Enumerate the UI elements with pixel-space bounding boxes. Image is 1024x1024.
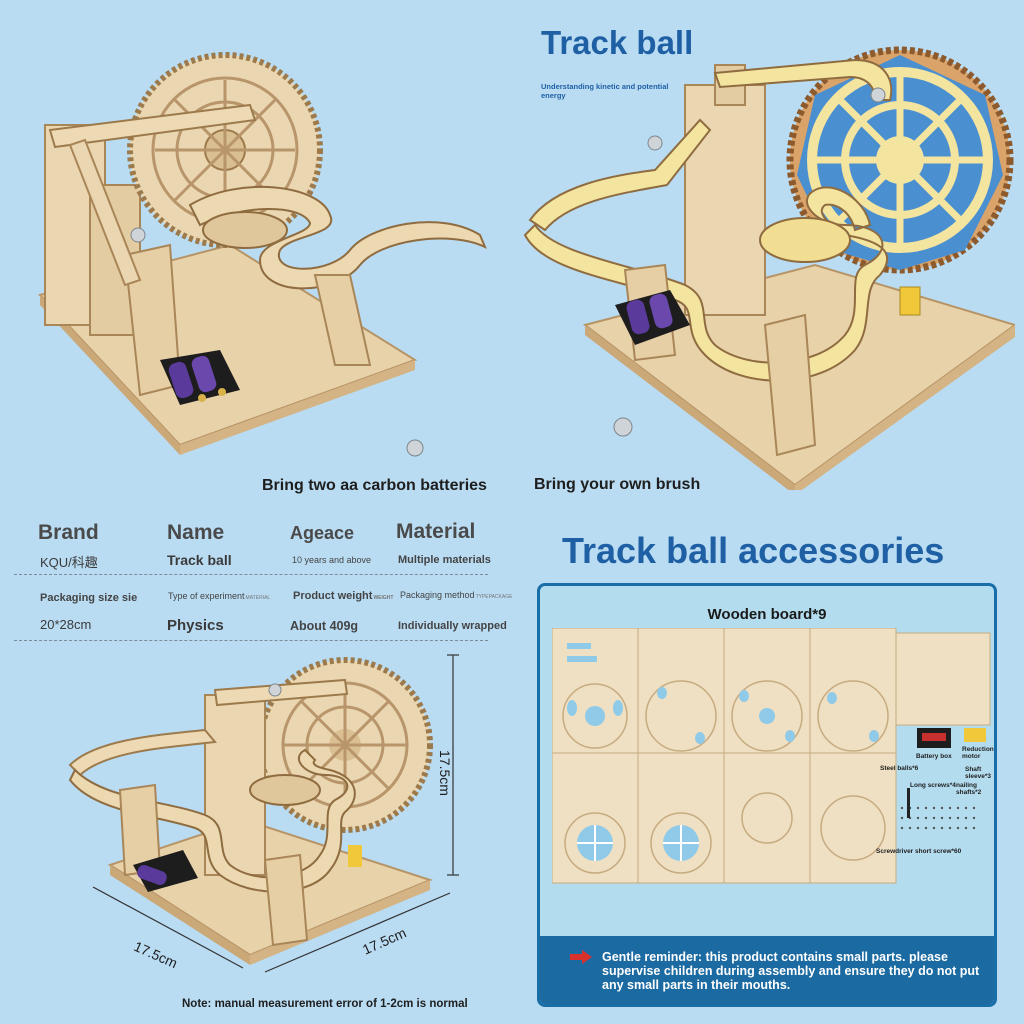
hero-title: Track ball <box>541 24 694 61</box>
part-steel-balls: Steel balls*6 <box>880 765 919 772</box>
product-photo-dimensions <box>65 650 485 980</box>
accessories-panel: Wooden board*9 <box>537 583 997 1007</box>
spec-divider-2 <box>14 640 488 641</box>
product-photo-front <box>30 35 490 465</box>
hero-subtitle: Understanding kinetic and potential ener… <box>541 82 669 100</box>
spec-material-value: Multiple materials <box>398 554 491 566</box>
caption-batteries: Bring two aa carbon batteries <box>262 477 487 494</box>
spec-divider-1 <box>14 574 488 575</box>
part-long-screws: Long screws*4 <box>910 782 956 789</box>
reminder-band: Gentle reminder: this product contains s… <box>540 936 994 1004</box>
dimension-height: 17.5cm <box>437 750 453 796</box>
part-screwdriver: Screwdriver short screw*60 <box>876 848 962 855</box>
wooden-boards-illustration <box>552 628 991 884</box>
measurement-note: Note: manual measurement error of 1-2cm … <box>182 998 468 1010</box>
part-reduction-motor: Reduction motor <box>962 746 994 760</box>
spec-experiment-head: Type of experimentMATERIAL <box>168 591 271 601</box>
wooden-board-label: Wooden board*9 <box>707 606 827 623</box>
caption-brush: Bring your own brush <box>534 476 701 493</box>
spec-packaging-method-head: Packaging methodTYPEPACKAGE <box>400 590 513 600</box>
spec-packaging-size-value: 20*28cm <box>40 617 92 632</box>
spec-experiment-value: Physics <box>167 617 224 634</box>
spec-name-head: Name <box>167 521 225 544</box>
arrow-right-icon <box>570 950 592 964</box>
spec-name-value: Track ball <box>167 552 232 568</box>
reminder-text: Gentle reminder: this product contains s… <box>602 950 980 992</box>
spec-age-value: 10 years and above <box>292 555 372 565</box>
spec-brand-value: KQU/科趣 <box>40 555 98 570</box>
spec-weight-head: Product weightWEIGHT <box>293 590 394 602</box>
spec-age-head: Ageace <box>290 523 355 543</box>
part-battery-box: Battery box <box>916 753 952 760</box>
spec-packaging-size-head: Packaging size sie <box>40 592 138 604</box>
part-shaft-sleeve: Shaft sleeve*3 <box>965 766 992 780</box>
spec-packaging-method-value: Individually wrapped <box>398 620 507 632</box>
product-photo-lit <box>515 25 1015 490</box>
accessories-title: Track ball accessories <box>562 530 945 571</box>
spec-weight-value: About 409g <box>290 619 359 633</box>
spec-material-head: Material <box>396 520 476 543</box>
spec-brand-head: Brand <box>38 521 99 544</box>
part-nailing-shafts: nailing shafts*2 <box>956 782 982 796</box>
